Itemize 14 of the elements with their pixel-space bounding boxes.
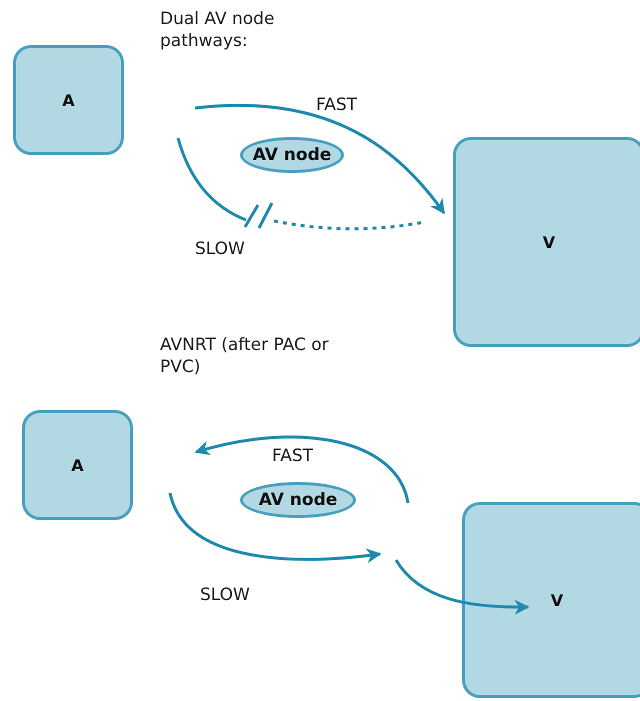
edge-label: FAST [316,94,358,116]
av-node-ellipse: AV node [240,482,356,518]
chamber-box: A [13,45,124,155]
panel-heading: AVNRT (after PAC or PVC) [160,334,330,378]
pathway-label: FAST [272,445,314,468]
chamber-box: A [22,410,133,520]
arrow [194,104,446,214]
panel-heading: Dual AV node pathways: [160,8,276,52]
chamber-box: V [453,137,640,347]
pathway-label: SLOW [195,238,246,260]
av-node-ellipse: AV node [240,137,344,173]
pathway-label: SLOW [200,584,251,606]
arrow [394,559,530,615]
chamber-box: V [462,502,640,698]
